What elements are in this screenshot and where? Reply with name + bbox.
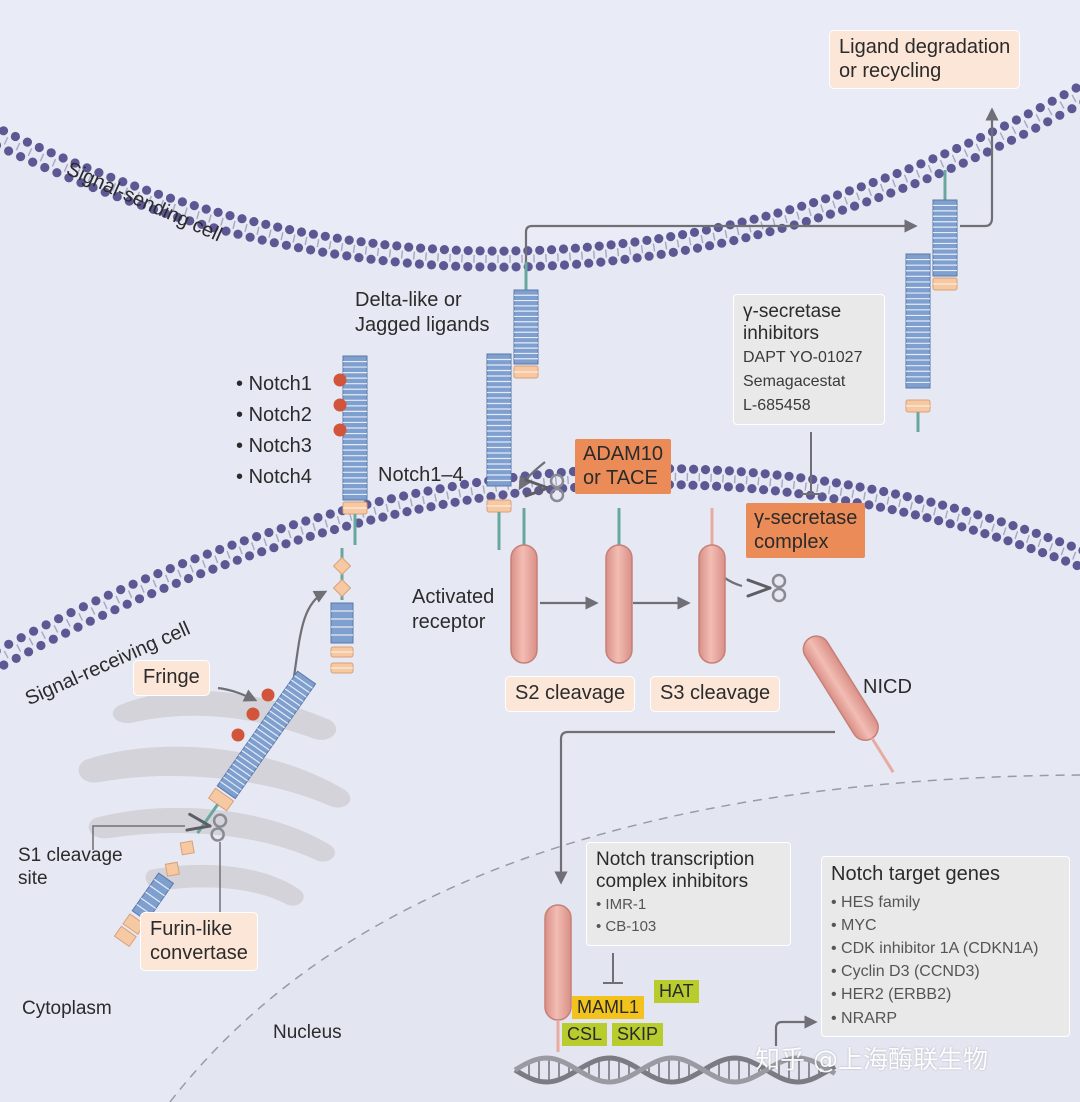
s1-line-2: site: [18, 867, 48, 889]
fringe-glycan-dot: [231, 728, 245, 742]
gamma-inhibitors-title-2: inhibitors: [743, 323, 820, 345]
csl-tag: CSL: [562, 1023, 608, 1046]
furin-scissors-icon: [185, 812, 228, 842]
recycled-ligand-stack: [932, 199, 958, 277]
target-gene-item: • NRARP: [831, 1009, 898, 1027]
target-gene-item: • HER2 (ERBB2): [831, 986, 952, 1004]
target-gene-item: • Cyclin D3 (CCND3): [831, 963, 980, 981]
notch-range-label: Notch1–4: [378, 464, 464, 486]
transcription-inhibitor-item: • CB-103: [596, 918, 657, 936]
notch-list-item: • Notch2: [236, 404, 312, 426]
gamma-secretase-complex-box: γ-secretase complex: [746, 503, 866, 559]
target-gene-item: • HES family: [831, 893, 921, 911]
gamma-secretase-inhibitors-box: γ-secretase inhibitors DAPT YO-01027 Sem…: [733, 294, 885, 425]
activated-receptor-line-2: receptor: [412, 611, 486, 634]
maml1-tag: MAML1: [572, 996, 645, 1019]
sending-cell-membrane: [0, 83, 1080, 272]
s3-cleaved-rod: [698, 544, 726, 664]
gamma-inhibitors-title-1: γ-secretase: [743, 301, 842, 322]
gamma-inhibitor-item: L-685458: [743, 396, 811, 414]
gamma-scissors-icon: [746, 573, 787, 603]
ligand-degradation-line-2: or recycling: [839, 59, 942, 82]
watermark: 知乎 @上海酶联生物: [755, 1045, 988, 1074]
processed-diamond: [332, 578, 352, 598]
notch-ligand-bound-stack: [486, 353, 512, 487]
s1-line-1: S1 cleavage: [18, 845, 123, 866]
processed-notch-stack: [330, 602, 354, 644]
activated-receptor-rod: [510, 544, 538, 664]
ligand-degradation-box: Ligand degradation or recycling: [829, 30, 1021, 90]
gamma-inhibitor-item: DAPT YO-01027: [743, 348, 863, 366]
adam10-box: ADAM10 or TACE: [575, 439, 672, 495]
golgi-to-membrane-arrow: [290, 590, 328, 691]
target-genes-title: Notch target genes: [831, 863, 1000, 885]
processed-diamond: [332, 556, 352, 576]
skip-tag: SKIP: [612, 1023, 664, 1046]
s2-cleaved-rod: [605, 544, 633, 664]
nuclear-envelope: [169, 774, 1080, 1102]
target-gene-item: • CDK inhibitor 1A (CDKN1A): [831, 939, 1039, 957]
nicd-to-nucleus-arrow: [554, 730, 835, 885]
target-genes-arrow: [774, 1015, 818, 1046]
transcription-inhibitors-title-1: Notch transcription: [596, 849, 755, 870]
ligand-stack: [513, 289, 539, 365]
adam10-arrow: [518, 461, 546, 491]
transcription-inhibitors-box: Notch transcription complex inhibitors •…: [586, 842, 791, 946]
hat-tag: HAT: [654, 980, 699, 1003]
transcription-inhibitors-title-2: complex inhibitors: [596, 871, 749, 893]
adam10-scissors-icon: [524, 473, 565, 503]
gamma-complex-line-2: complex: [754, 530, 829, 553]
signal-sending-cell-region: [0, 0, 1080, 255]
gamma-inhibitor-item: Semagacestat: [743, 372, 846, 390]
notch-list: • Notch1 • Notch2 • Notch3 • Notch4: [236, 369, 312, 493]
s2-cleavage-box: S2 cleavage: [505, 676, 636, 712]
nicd-fragment: [802, 635, 895, 773]
adam10-line-2: or TACE: [583, 466, 658, 489]
notch-receptor-stack: [342, 355, 368, 501]
fringe-glycan-dot: [246, 707, 260, 721]
delta-jagged-label: Delta-like or Jagged ligands: [355, 288, 490, 339]
fringe-glycan-dot: [333, 423, 347, 437]
precursor-notch: [113, 670, 317, 948]
nicd-label: NICD: [863, 676, 912, 698]
transcription-inhibitor-item: • IMR-1: [596, 895, 647, 913]
ligand-degradation-arrow: [960, 107, 999, 228]
furin-line-2: convertase: [150, 941, 248, 964]
activated-receptor-label: Activated receptor: [412, 585, 494, 636]
fringe-glycan-dot: [261, 688, 275, 702]
notch-list-item: • Notch3: [236, 435, 312, 457]
fringe-arrow: [217, 686, 258, 702]
adam10-line-1: ADAM10: [583, 443, 664, 465]
fringe-glycan-dot: [333, 373, 347, 387]
furin-line-1: Furin-like: [150, 918, 233, 940]
notch-target-genes-box: Notch target genes • HES family • MYC • …: [821, 856, 1070, 1037]
gamma-complex-line-1: γ-secretase: [754, 507, 858, 529]
ligand-degradation-line-1: Ligand degradation: [839, 36, 1011, 58]
delta-jagged-line-1: Delta-like or: [355, 289, 462, 311]
cytoplasm-label: Cytoplasm: [22, 998, 112, 1019]
recycled-notch-stack: [905, 253, 931, 389]
s1-leader-line: [92, 825, 185, 850]
s3-cleavage-box: S3 cleavage: [650, 676, 781, 712]
dna-helix: [513, 1055, 837, 1085]
nucleus-label: Nucleus: [273, 1022, 342, 1043]
fringe-glycan-dot: [333, 398, 347, 412]
s1-cleavage-site-label: S1 cleavage site: [18, 845, 123, 891]
target-gene-item: • MYC: [831, 916, 877, 934]
activated-receptor-line-1: Activated: [412, 586, 495, 608]
furin-box: Furin-like convertase: [140, 912, 258, 972]
delta-jagged-line-2: Jagged ligands: [355, 314, 490, 337]
notch-list-item: • Notch1: [236, 373, 312, 395]
nuclear-nicd: [544, 904, 572, 1021]
ligand-recycling-arrow: [524, 219, 918, 290]
fringe-box: Fringe: [133, 660, 210, 696]
notch-list-item: • Notch4: [236, 466, 312, 488]
